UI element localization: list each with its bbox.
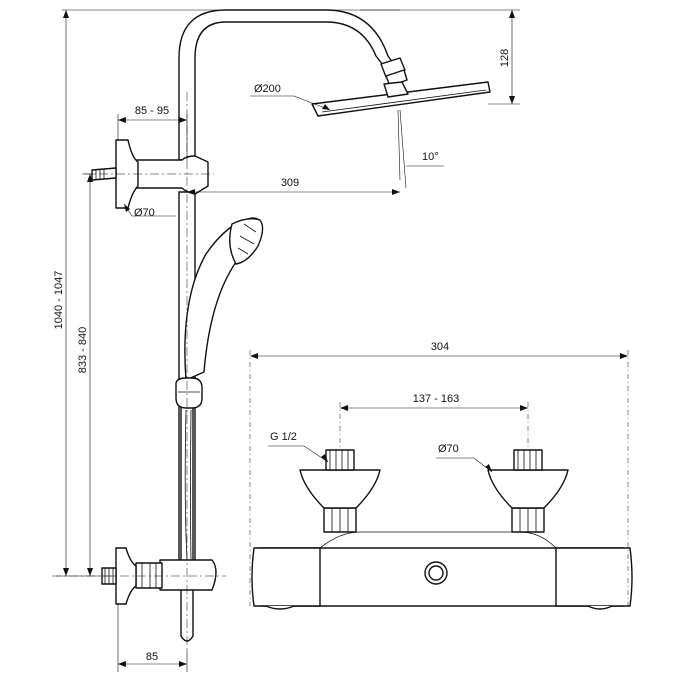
rain-head-hub bbox=[383, 81, 409, 98]
shower-hose bbox=[184, 409, 192, 561]
right-thread bbox=[513, 449, 543, 471]
mixer-inlet-fitting bbox=[135, 562, 163, 589]
right-wall-flange bbox=[487, 469, 569, 509]
dim-wall-offset: 85 - 95 bbox=[135, 105, 169, 117]
hand-shower-face bbox=[229, 217, 264, 265]
mixer-outlet-inner bbox=[428, 565, 444, 581]
left-wall-flange bbox=[299, 469, 381, 509]
hand-shower-nozzles bbox=[237, 223, 257, 255]
left-thread bbox=[325, 449, 355, 471]
dim-upper-flange-diameter: Ø70 bbox=[134, 207, 155, 219]
dim-inlet-spacing: 137 - 163 bbox=[413, 393, 459, 405]
right-thread-lines bbox=[517, 450, 537, 470]
dim-inlet-height: 833 - 840 bbox=[77, 327, 89, 373]
front-view-dimensions: 304 137 - 163 G 1/2 Ø70 bbox=[249, 341, 629, 606]
dim-bottom-offset: 85 bbox=[146, 651, 158, 663]
mixer-inlet-nut-lines bbox=[141, 563, 157, 588]
mixer-left-cap bbox=[251, 547, 321, 607]
mixer-foot-right bbox=[587, 605, 613, 610]
hand-shower-holder bbox=[175, 377, 203, 409]
dim-head-tilt: 10° bbox=[422, 151, 439, 163]
left-union-nut-lines bbox=[331, 508, 349, 532]
riser-tube-upper bbox=[178, 9, 399, 161]
mixer-foot-left bbox=[265, 605, 295, 610]
dim-total-height: 1040 - 1047 bbox=[53, 271, 65, 330]
mixer-body-top-line bbox=[319, 531, 557, 549]
dim-shower-head-drop: 128 bbox=[499, 49, 511, 67]
left-thread-lines bbox=[329, 450, 349, 470]
dim-mixer-width: 304 bbox=[431, 341, 449, 353]
dim-thread-size: G 1/2 bbox=[270, 431, 297, 443]
dim-mixer-flange-diameter: Ø70 bbox=[438, 443, 459, 455]
dim-arm-reach: 309 bbox=[281, 177, 299, 189]
right-union-nut-lines bbox=[519, 508, 537, 532]
shower-arm-nut bbox=[380, 57, 406, 78]
rain-shower-head-face bbox=[321, 89, 487, 113]
side-view-dimensions: 128 Ø200 10° 85 - 95 309 Ø70 1040 - 1047… bbox=[53, 9, 520, 672]
upper-wall-flange bbox=[115, 139, 139, 209]
upper-wall-bracket-arm bbox=[133, 155, 209, 195]
shower-arm-nut-lower bbox=[385, 69, 408, 87]
mixer-right-cap bbox=[555, 547, 633, 607]
mixer-body-side bbox=[159, 559, 217, 591]
dim-shower-head-diameter: Ø200 bbox=[254, 83, 281, 95]
mixer-front-view bbox=[251, 449, 633, 610]
